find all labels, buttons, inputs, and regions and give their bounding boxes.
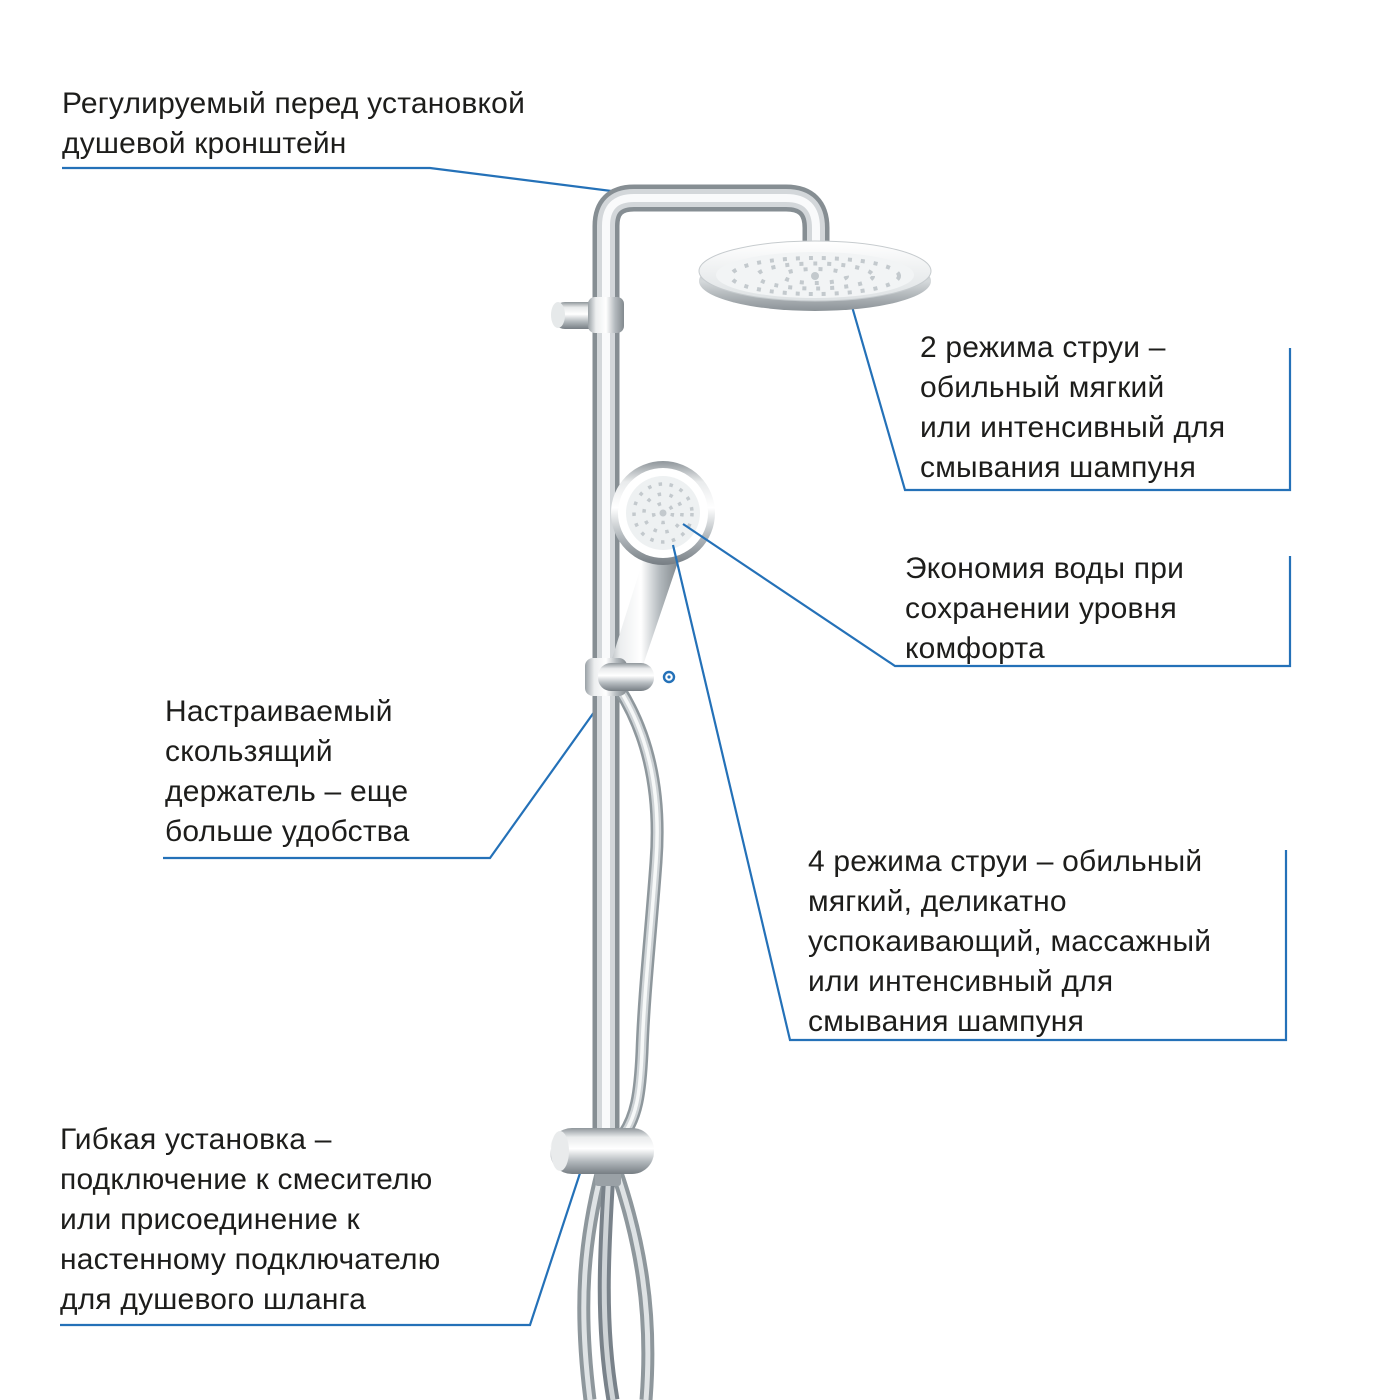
annotation-shower-arm: Регулируемый перед установкой душевой кр… — [62, 87, 526, 160]
callout-bottom-connection-line — [60, 1157, 587, 1327]
callout-head-shower-line — [836, 257, 1292, 492]
callout-hand-shower-line — [671, 544, 1288, 1042]
annotation-hand-shower-modes: 4 режима струи – обильный мягкий, делика… — [808, 845, 1212, 1038]
annotation-flexible-install: Гибкая установка – подключение к смесите… — [60, 1123, 441, 1316]
hand-shower-nozzles — [632, 482, 694, 544]
shower-hose — [577, 686, 664, 1400]
eco-indicator-icon — [662, 670, 676, 684]
callout-slide-holder-line — [163, 686, 613, 860]
shower-rail-and-arm — [592, 184, 830, 1150]
callout-lines-front — [671, 523, 1292, 1042]
head-shower-nozzles — [729, 256, 901, 296]
annotation-water-saving: Экономия воды при сохранении уровня комф… — [905, 552, 1185, 665]
annotation-head-shower-modes: 2 режима струи – обильный мягкий или инт… — [920, 331, 1226, 484]
annotation-slide-holder: Настраиваемый скользящий держатель – еще… — [165, 695, 410, 848]
wall-bracket — [551, 297, 624, 333]
slide-holder — [585, 658, 654, 696]
hand-shower — [604, 461, 715, 692]
callout-water-saving-line — [682, 523, 1292, 668]
hand-shower-handle — [604, 554, 678, 692]
head-shower — [698, 240, 932, 311]
bottom-connector — [550, 1128, 654, 1174]
